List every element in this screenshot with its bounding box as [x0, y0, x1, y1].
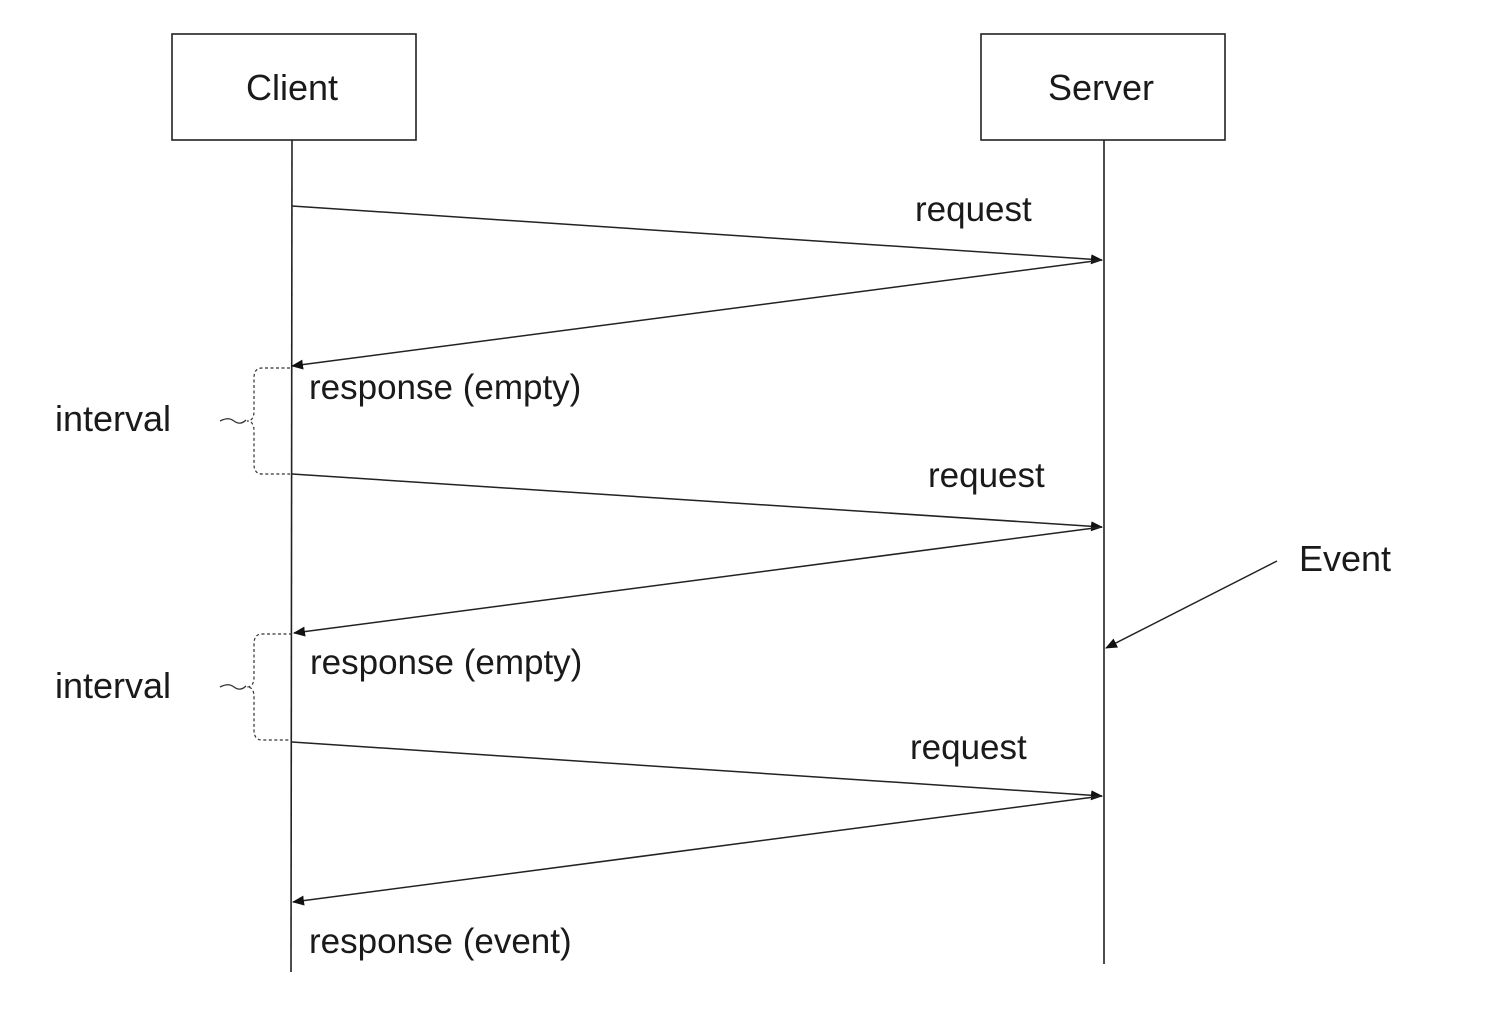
response-arrow-1 [291, 259, 1103, 370]
response-label-2: response (empty) [310, 643, 582, 682]
client-label: Client [246, 67, 338, 108]
response-label-3: response (event) [309, 922, 572, 961]
response-arrow-2 [293, 526, 1103, 637]
server-box [980, 33, 1226, 141]
request-arrow-2 [291, 473, 1103, 532]
interval-label-2: interval [55, 665, 171, 706]
request-label-2: request [928, 456, 1045, 495]
participant-client: Client [171, 33, 417, 141]
interval-label-1: interval [55, 398, 171, 439]
event-arrow [1105, 560, 1278, 649]
client-lifeline [290, 139, 293, 973]
participant-server: Server [980, 33, 1226, 141]
request-arrow-1 [291, 205, 1103, 265]
interval-brace-1 [219, 367, 290, 475]
server-label: Server [1048, 67, 1154, 108]
request-label-1: request [915, 190, 1032, 229]
client-box [171, 33, 417, 141]
request-label-3: request [910, 728, 1027, 767]
request-arrow-3 [291, 741, 1103, 801]
interval-brace-2 [219, 633, 292, 741]
event-label: Event [1299, 538, 1391, 579]
response-arrow-3 [292, 795, 1103, 906]
response-label-1: response (empty) [309, 368, 581, 407]
